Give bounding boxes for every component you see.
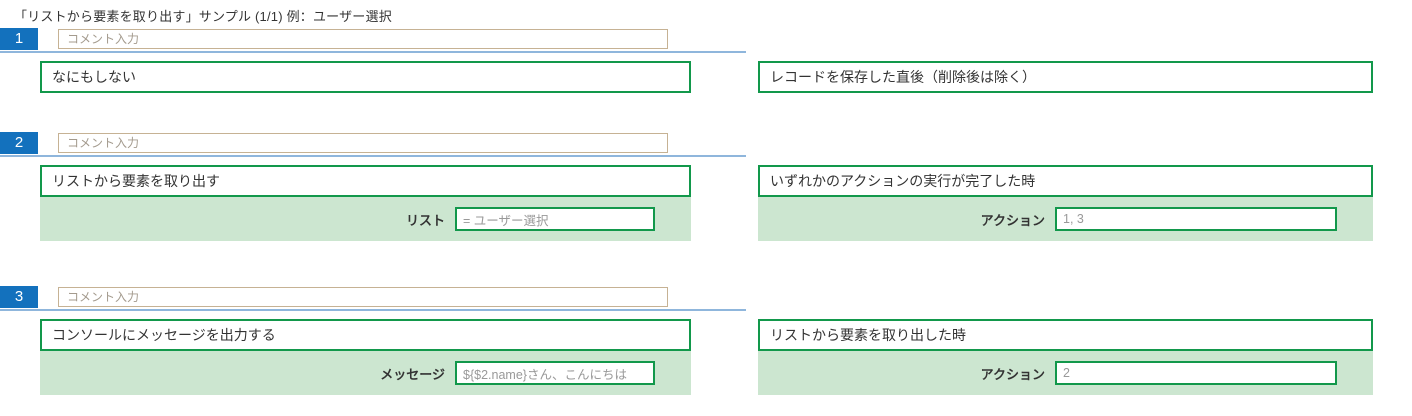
step-1-header: 1 — [0, 28, 1412, 51]
action-field-input[interactable] — [1055, 361, 1337, 385]
step-number-badge: 2 — [0, 132, 38, 154]
step-divider — [0, 155, 746, 157]
list-field-input[interactable] — [455, 207, 655, 231]
action-field-input[interactable] — [1055, 207, 1337, 231]
action-title: なにもしない — [52, 69, 136, 85]
field-label: アクション — [980, 212, 1045, 228]
step-1-content: なにもしない レコードを保存した直後（削除後は除く） — [0, 61, 1412, 93]
condition-params-panel: アクション — [758, 197, 1373, 241]
field-label: アクション — [980, 366, 1045, 382]
condition-title: レコードを保存した直後（削除後は除く） — [770, 69, 1036, 85]
field-label: メッセージ — [380, 366, 445, 382]
step-1: 1 なにもしない レコードを保存した直後（削除後は除く） — [0, 28, 1412, 93]
step-2: 2 リストから要素を取り出す リスト いずれかのアクションの実行が完了した時 ア… — [0, 132, 1412, 241]
action-column: コンソールにメッセージを出力する メッセージ — [40, 319, 691, 395]
condition-title: いずれかのアクションの実行が完了した時 — [770, 173, 1036, 189]
condition-title: リストから要素を取り出した時 — [770, 327, 966, 343]
action-column: リストから要素を取り出す リスト — [40, 165, 691, 241]
step-2-content: リストから要素を取り出す リスト いずれかのアクションの実行が完了した時 アクシ… — [0, 165, 1412, 241]
step-divider — [0, 309, 746, 311]
step-2-header: 2 — [0, 132, 1412, 155]
step-3: 3 コンソールにメッセージを出力する メッセージ リストから要素を取り出した時 … — [0, 286, 1412, 395]
condition-params-panel: アクション — [758, 351, 1373, 395]
message-field-input[interactable] — [455, 361, 655, 385]
condition-column: いずれかのアクションの実行が完了した時 アクション — [758, 165, 1373, 241]
comment-input[interactable] — [58, 133, 668, 153]
step-number-badge: 1 — [0, 28, 38, 50]
field-label: リスト — [405, 212, 445, 228]
comment-input[interactable] — [58, 29, 668, 49]
action-card: コンソールにメッセージを出力する — [40, 319, 691, 351]
condition-card: レコードを保存した直後（削除後は除く） — [758, 61, 1373, 93]
step-divider — [0, 51, 746, 53]
condition-card: いずれかのアクションの実行が完了した時 — [758, 165, 1373, 197]
action-card: なにもしない — [40, 61, 691, 93]
action-card: リストから要素を取り出す — [40, 165, 691, 197]
step-3-content: コンソールにメッセージを出力する メッセージ リストから要素を取り出した時 アク… — [0, 319, 1412, 395]
action-column: なにもしない — [40, 61, 691, 93]
action-params-panel: リスト — [40, 197, 691, 241]
action-title: リストから要素を取り出す — [52, 173, 220, 189]
comment-input[interactable] — [58, 287, 668, 307]
action-title: コンソールにメッセージを出力する — [52, 327, 276, 343]
condition-card: リストから要素を取り出した時 — [758, 319, 1373, 351]
page-title: 「リストから要素を取り出す」サンプル (1/1) 例：ユーザー選択 — [14, 9, 392, 24]
action-params-panel: メッセージ — [40, 351, 691, 395]
step-3-header: 3 — [0, 286, 1412, 309]
condition-column: レコードを保存した直後（削除後は除く） — [758, 61, 1373, 93]
condition-column: リストから要素を取り出した時 アクション — [758, 319, 1373, 395]
step-number-badge: 3 — [0, 286, 38, 308]
